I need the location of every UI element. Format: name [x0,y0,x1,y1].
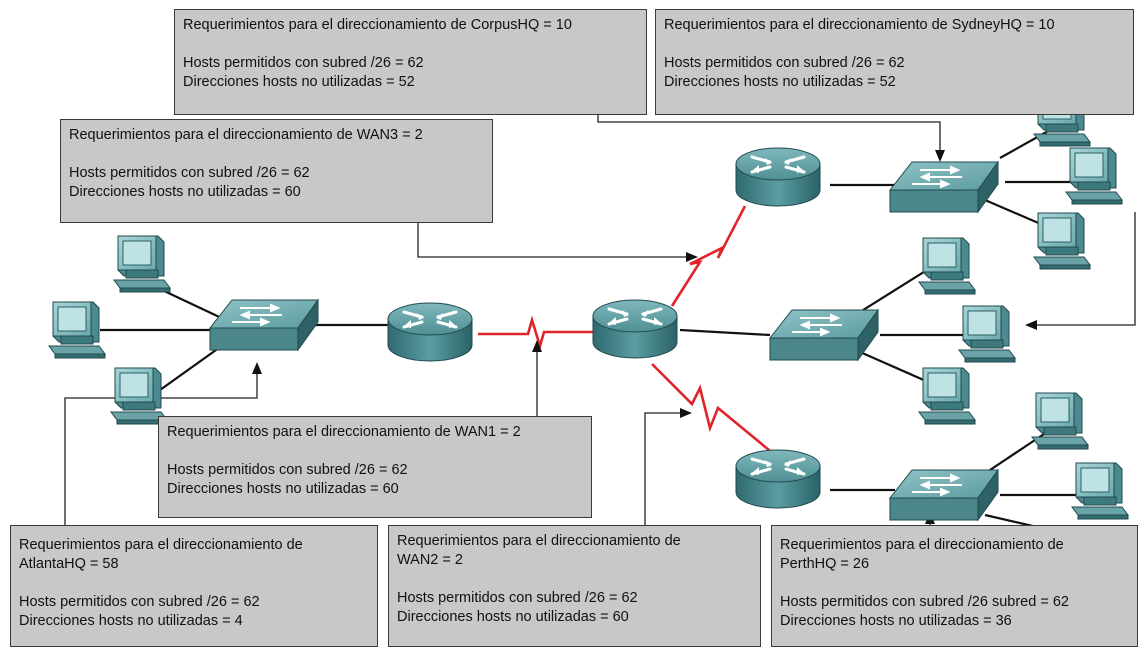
wan1-requirements-box: Requerimientos para el direccionamiento … [158,416,592,518]
corpushq-hosts: Hosts permitidos con subred /26 = 62 [183,55,424,71]
wan3-unused: Direcciones hosts no utilizadas = 60 [69,184,301,200]
router-icon [734,448,822,510]
wan2-title-line2: WAN2 = 2 [397,552,463,568]
corpushq-requirements-box: Requerimientos para el direccionamiento … [174,9,647,115]
wan2-link [651,363,776,457]
router-icon [386,301,474,363]
pc-icon [113,235,171,293]
wan1-link [478,315,600,351]
corpushq-unused: Direcciones hosts no utilizadas = 52 [183,74,415,90]
wan1-hosts: Hosts permitidos con subred /26 = 62 [167,462,408,478]
pc-icon [1031,392,1089,450]
atlantahq-title-line1: Requerimientos para el direccionamiento … [19,537,303,553]
pc-icon [1065,147,1123,205]
sydneyhq-title: Requerimientos para el direccionamiento … [664,17,1055,33]
perthhq-requirements-box: Requerimientos para el direccionamiento … [771,525,1138,647]
pointer-lines [64,110,1136,525]
wan2-hosts: Hosts permitidos con subred /26 = 62 [397,590,638,606]
wan2-title-line1: Requerimientos para el direccionamiento … [397,533,681,549]
wan1-unused: Direcciones hosts no utilizadas = 60 [167,481,399,497]
atlantahq-requirements-box: Requerimientos para el direccionamiento … [10,525,378,647]
router-icon [734,146,822,208]
switch-icon [209,299,319,351]
pc-icon [48,301,106,359]
pc-icon [1071,462,1129,520]
wan-links [478,205,776,457]
wan2-unused: Direcciones hosts no utilizadas = 60 [397,609,629,625]
pc-icon [918,237,976,295]
sydneyhq-requirements-box: Requerimientos para el direccionamiento … [655,9,1134,115]
wan3-hosts: Hosts permitidos con subred /26 = 62 [69,165,310,181]
switch-icon [889,469,999,521]
perthhq-unused: Direcciones hosts no utilizadas = 36 [780,613,1012,629]
corpushq-title: Requerimientos para el direccionamiento … [183,17,572,33]
atlantahq-unused: Direcciones hosts no utilizadas = 4 [19,613,243,629]
pc-icon [918,367,976,425]
atlantahq-title-line2: AtlantaHQ = 58 [19,556,119,572]
wan1-title: Requerimientos para el direccionamiento … [167,424,521,440]
wan3-title: Requerimientos para el direccionamiento … [69,127,423,143]
wan3-requirements-box: Requerimientos para el direccionamiento … [60,119,493,223]
perthhq-title-line1: Requerimientos para el direccionamiento … [780,537,1064,553]
wan2-requirements-box: Requerimientos para el direccionamiento … [388,525,761,647]
wan3-link [670,205,747,307]
pc-icon [1033,212,1091,270]
sydneyhq-unused: Direcciones hosts no utilizadas = 52 [664,74,896,90]
sydneyhq-hosts: Hosts permitidos con subred /26 = 62 [664,55,905,71]
perthhq-hosts: Hosts permitidos con subred /26 subred =… [780,594,1069,610]
router-icon [591,298,679,360]
perthhq-title-line2: PerthHQ = 26 [780,556,870,572]
switch-icon [889,161,999,213]
pc-icon [958,305,1016,363]
atlantahq-hosts: Hosts permitidos con subred /26 = 62 [19,594,260,610]
switch-icon [769,309,879,361]
